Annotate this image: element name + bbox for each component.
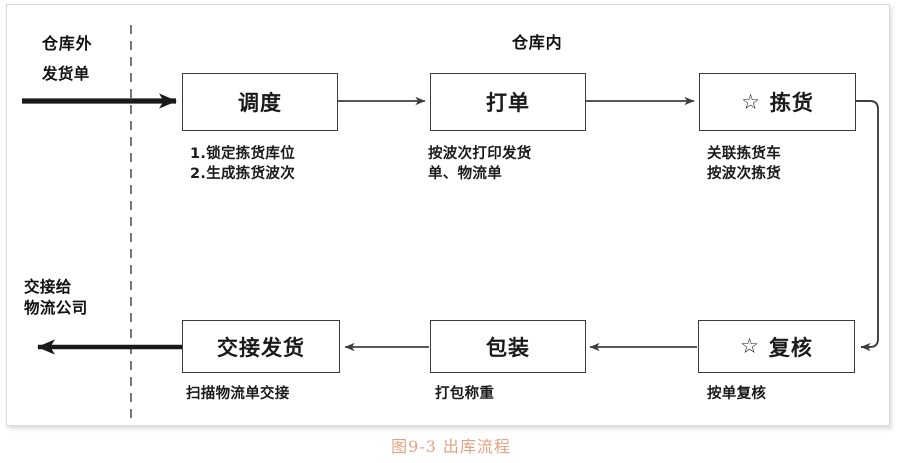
node-packing-note: 打包称重 [435,386,495,402]
node-review-label: 复核 [768,335,813,360]
node-packing[interactable]: 包装 [430,320,586,373]
node-picking-note: 关联拣货车 按波次拣货 [707,146,781,182]
figure-caption-text: 图9-3 出库流程 [391,437,511,456]
node-review-note: 按单复核 [707,386,767,402]
star-icon: ☆ [741,89,761,114]
node-packing-label: 包装 [486,335,530,360]
figure-caption: 图9-3 出库流程 [0,433,902,457]
node-dispatch-label: 调度 [238,91,282,115]
node-picking[interactable]: ☆ 拣货 [699,73,856,131]
node-print-order-note: 按波次打印发货 单、物流单 [428,146,532,182]
node-review[interactable]: ☆ 复核 [698,320,855,373]
node-dispatch-note: 1.锁定拣货库位 2.生成拣货波次 [190,146,295,182]
node-handover-ship[interactable]: 交接发货 [182,320,340,373]
edge-label-output-handover: 交接给 物流公司 [24,278,88,317]
edge-label-input-order: 发货单 [42,65,90,83]
zone-label-outside-warehouse: 仓库外 [42,34,93,53]
node-print-order[interactable]: 打单 [430,73,586,131]
arrow-picking-to-review [856,100,879,352]
node-picking-label: 拣货 [769,91,814,115]
zone-label-inside-warehouse: 仓库内 [512,33,563,52]
node-handover-ship-note: 扫描物流单交接 [186,386,290,402]
star-icon: ☆ [740,334,760,358]
node-print-order-label: 打单 [486,91,530,115]
node-dispatch[interactable]: 调度 [182,73,338,131]
node-handover-ship-label: 交接发货 [217,335,305,360]
